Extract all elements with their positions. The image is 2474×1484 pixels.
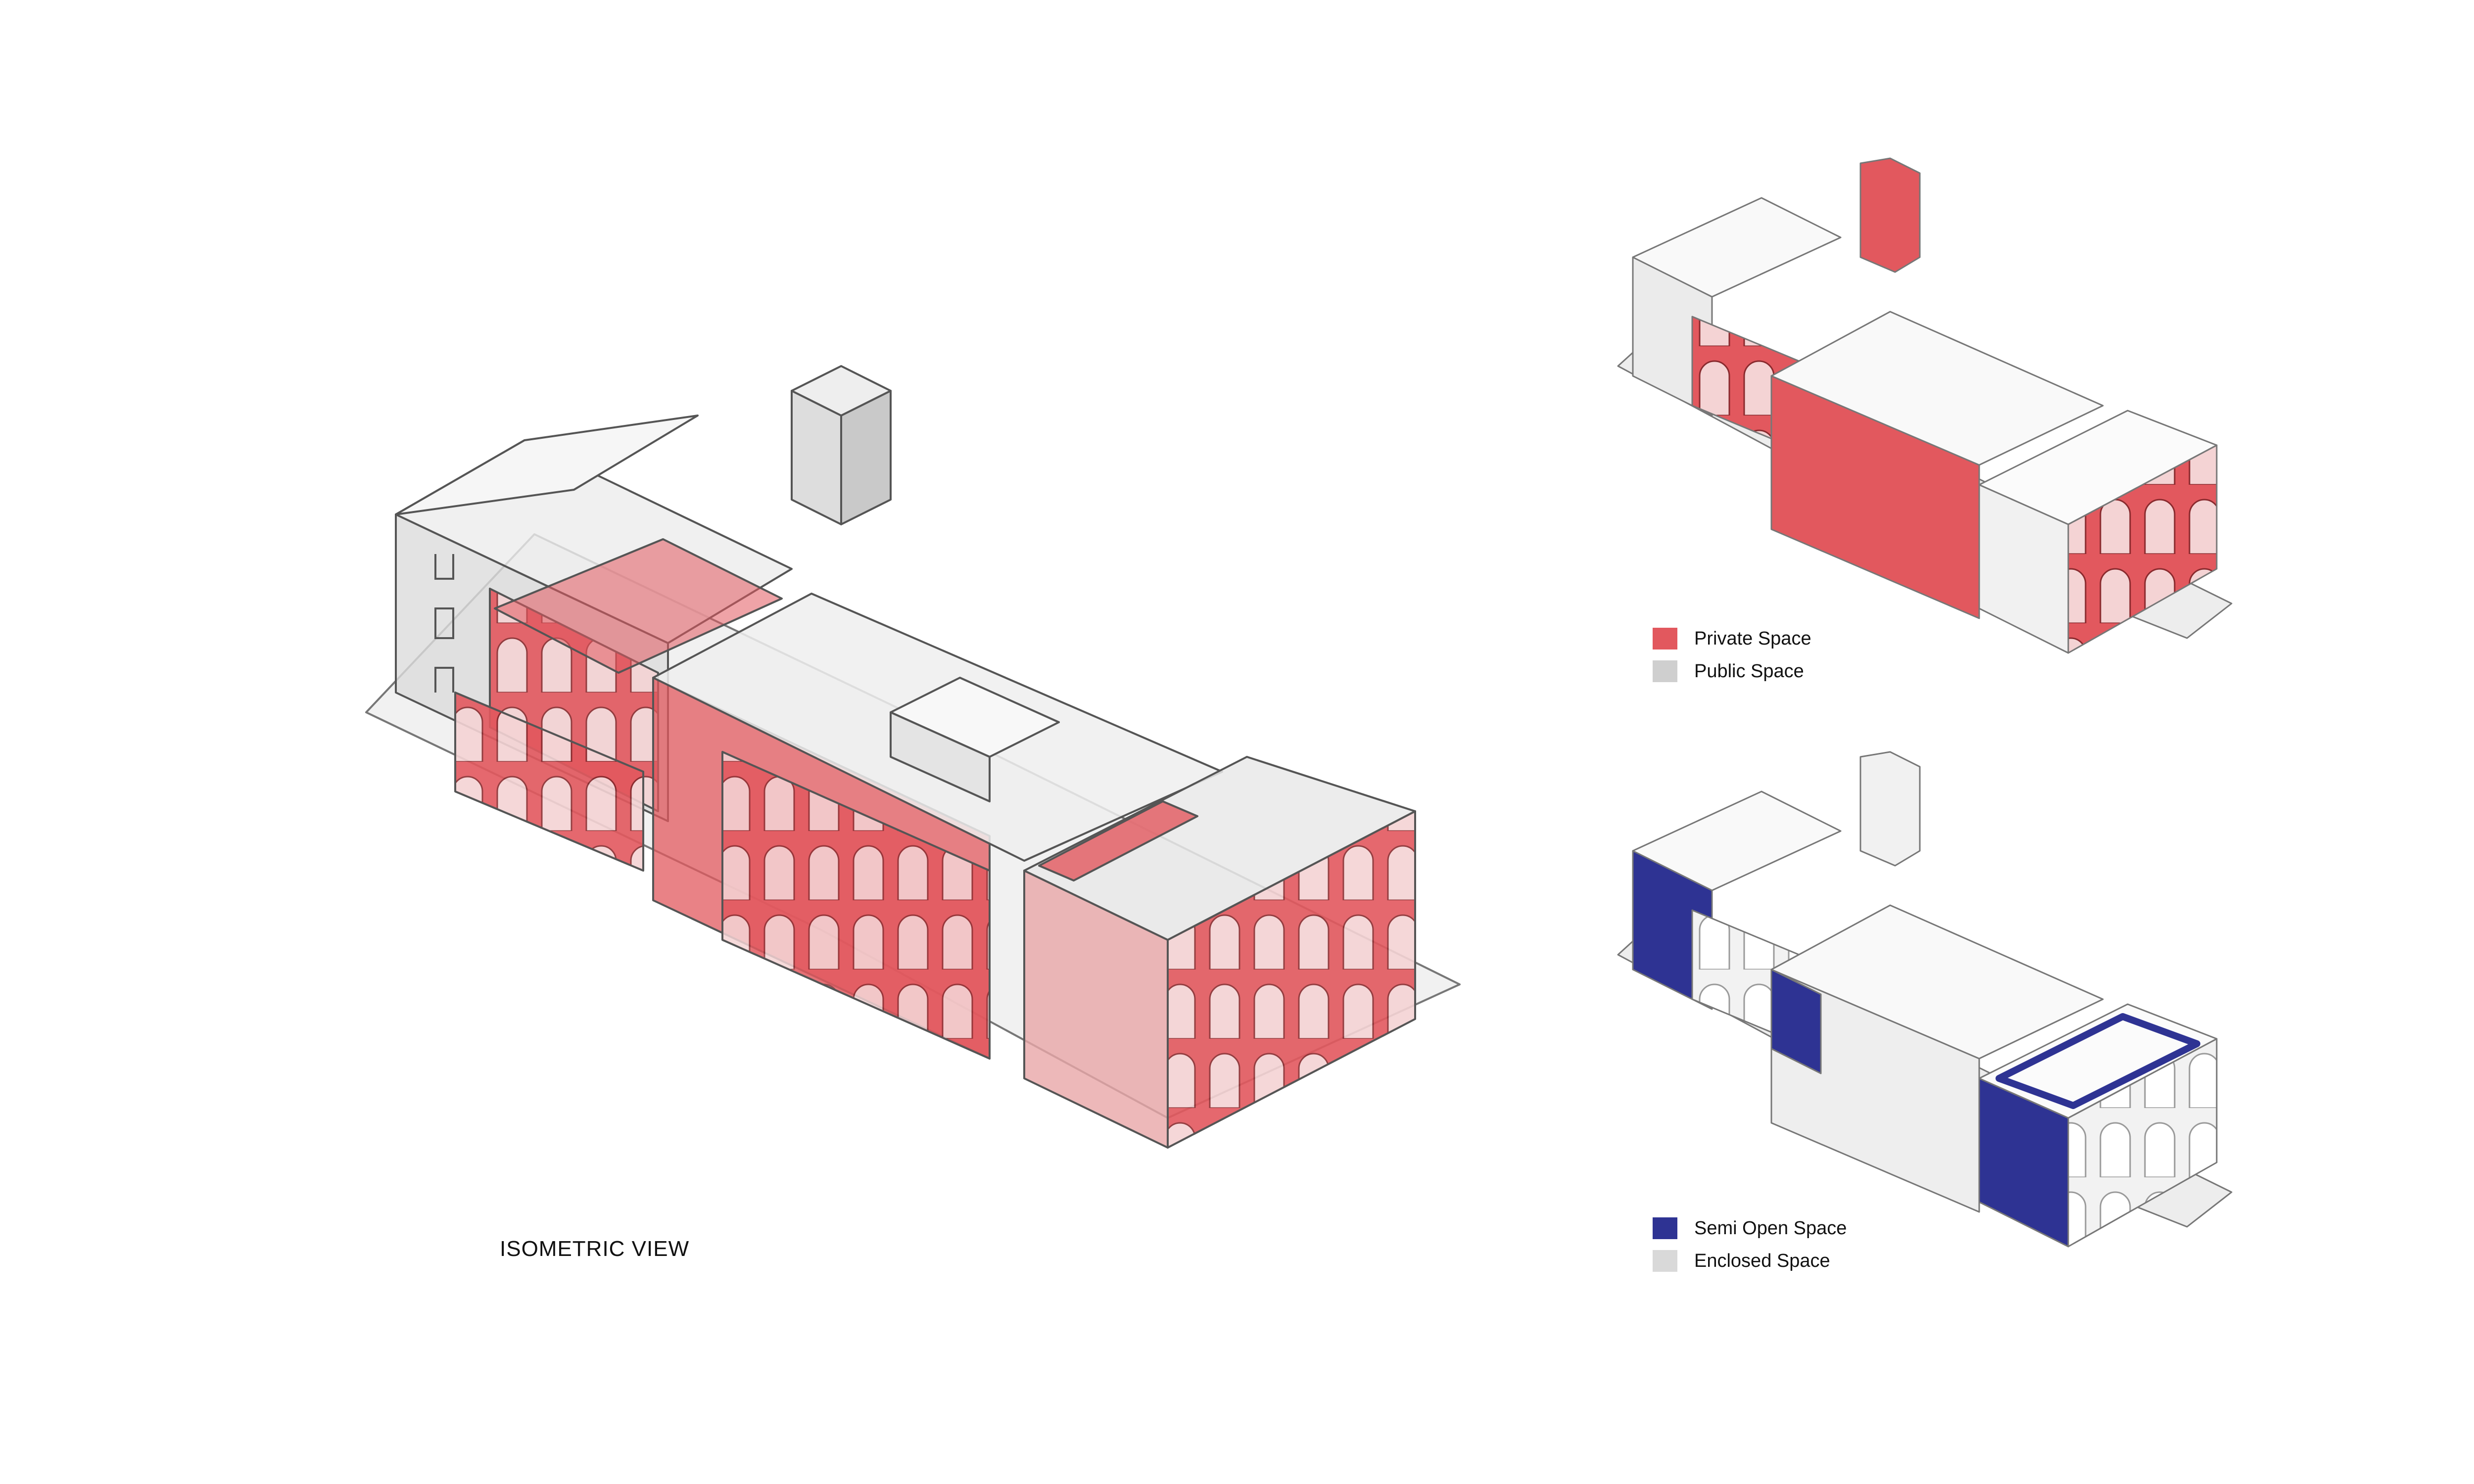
pp-center-top [1770,311,2104,466]
pp-left-block-top [1632,197,1842,298]
legend-item-private-space: Private Space [1653,622,1811,655]
left-block-window-grid [406,554,485,693]
legend-label-private: Private Space [1694,628,1811,649]
rooftop-pavilion-front [890,711,991,802]
legend-swatch-public [1653,660,1677,682]
legend-label-semi-open: Semi Open Space [1694,1217,1847,1239]
legend-item-semi-open-space: Semi Open Space [1653,1212,1847,1245]
open-enclosed-diagram [1617,751,2233,1248]
pp-tower [1859,157,1921,273]
oe-center-top [1770,904,2104,1060]
pp-right-top [1978,410,2218,525]
oe-right-top-frame [1996,1013,2200,1109]
legend-label-enclosed: Enclosed Space [1694,1250,1830,1271]
legend-open-enclosed: Semi Open Space Enclosed Space [1653,1212,1847,1277]
legend-item-public-space: Public Space [1653,655,1811,688]
isometric-view-caption: ISOMETRIC VIEW [500,1237,690,1261]
private-public-diagram [1617,157,2233,654]
central-hall-arches [721,751,991,1060]
left-arcade-lower-wing [454,692,644,872]
left-arcade-upper [494,538,783,674]
oe-tower [1859,751,1921,867]
legend-swatch-semi-open [1653,1217,1677,1239]
tower-top [791,365,892,417]
legend-private-public: Private Space Public Space [1653,622,1811,688]
legend-label-public: Public Space [1694,660,1804,682]
legend-item-enclosed-space: Enclosed Space [1653,1245,1847,1277]
right-roof-private-strip [1038,800,1198,881]
legend-swatch-enclosed [1653,1250,1677,1272]
right-block-top [1023,756,1416,941]
oe-center-left-semi [1770,969,1822,1074]
left-block-top [395,415,699,515]
oe-left-block-top [1632,790,1842,891]
legend-swatch-private [1653,628,1677,649]
main-isometric-drawing [365,365,1461,1149]
